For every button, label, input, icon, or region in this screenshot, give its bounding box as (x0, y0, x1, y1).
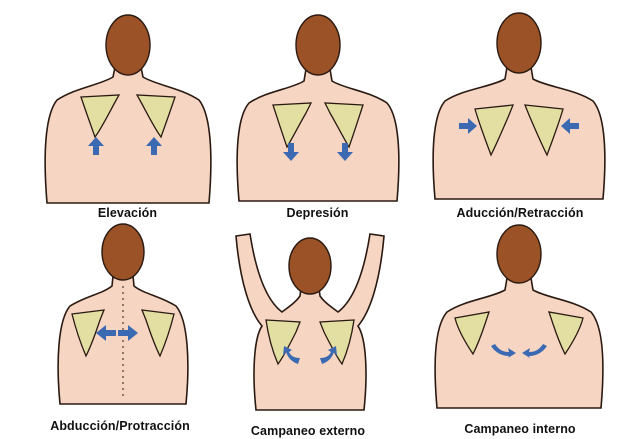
torso-depresion-illustration (225, 5, 410, 220)
panel-elevacion: Elevación (35, 5, 220, 220)
caption-campaneo-interno: Campaneo interno (425, 422, 615, 436)
caption-abduccion: Abducción/Protracción (20, 419, 220, 433)
caption-depresion: Depresión (225, 206, 410, 220)
panel-campaneo-externo: Campaneo externo (228, 222, 388, 439)
panel-depresion: Depresión (225, 5, 410, 220)
caption-campaneo-externo: Campaneo externo (228, 424, 388, 438)
torso-abduccion-illustration (20, 222, 220, 439)
torso-campaneo-externo-illustration (228, 222, 388, 439)
torso-campaneo-interno-illustration (425, 222, 615, 439)
torso-aduccion-illustration (425, 5, 615, 220)
torso-elevacion-illustration (35, 5, 220, 220)
caption-aduccion: Aducción/Retracción (425, 206, 615, 220)
caption-elevacion: Elevación (35, 206, 220, 220)
panel-abduccion: Abducción/Protracción (20, 222, 220, 439)
panel-aduccion: Aducción/Retracción (425, 5, 615, 220)
panel-campaneo-interno: Campaneo interno (425, 222, 615, 439)
